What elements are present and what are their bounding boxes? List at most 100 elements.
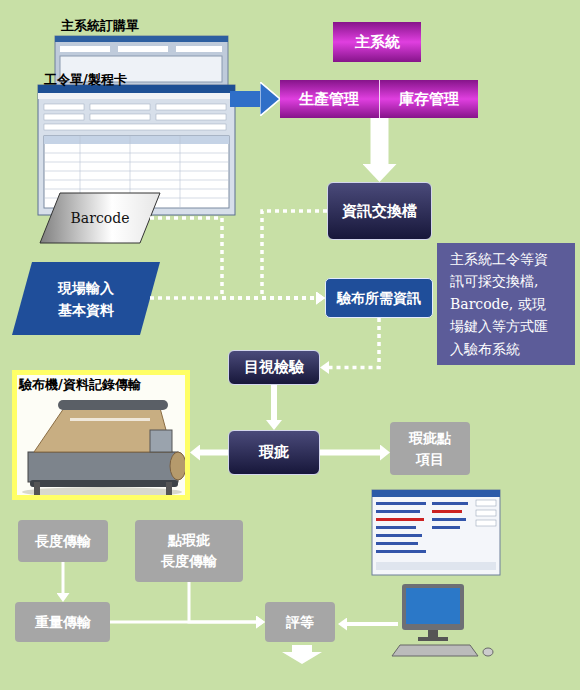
- list-line: [376, 550, 426, 553]
- shape-outline: [12, 262, 160, 335]
- result-box: 瑕疵點 項目: [390, 422, 470, 475]
- form-field: [476, 510, 496, 516]
- text-group: 目視檢驗: [244, 358, 304, 377]
- process-box: 重量傳輸: [15, 602, 110, 642]
- grading-screenshot: [372, 490, 500, 575]
- process-box: 驗布所需資訊: [325, 278, 433, 318]
- form-field: [60, 46, 110, 52]
- control-box: [150, 430, 172, 452]
- form-field: [156, 104, 226, 110]
- process-box: 點瑕疵 長度傳輸: [135, 520, 243, 582]
- text-group: 瑕疵: [259, 443, 289, 462]
- bottom-roller: [30, 480, 178, 487]
- text-group: 主系統訂購單: [55, 14, 145, 37]
- node-text: 重量傳輸: [35, 612, 91, 633]
- window-titlebar: [372, 490, 500, 497]
- flow-arrow: [320, 450, 380, 456]
- text-group: 主系統工令等資 訊可採交換檔, Barcode, 或現 場鍵入等方式匯 入驗布系…: [450, 248, 562, 361]
- input-parallelogram: 現場輸入 基本資料: [12, 262, 160, 335]
- text-group: 點瑕疵 長度傳輸: [143, 530, 235, 572]
- node-text: 現場輸入 基本資料: [46, 277, 126, 321]
- machine-panel: 驗布機/資料記錄傳輸: [12, 370, 190, 500]
- process-box: 瑕疵: [228, 430, 320, 475]
- machine-leg: [166, 482, 172, 496]
- monitor-base: [418, 637, 448, 641]
- list-line: [432, 510, 462, 513]
- node-text: 瑕疵點 項目: [398, 428, 462, 470]
- process-box: 資訊交換檔: [327, 182, 432, 240]
- table-header: [44, 136, 229, 144]
- screen-panel: 主系統訂購單: [55, 14, 230, 112]
- flow-arrow: [150, 296, 316, 300]
- form-field: [156, 114, 226, 120]
- flow-arrow: [371, 118, 389, 164]
- list-line: [376, 510, 420, 513]
- node-text: 目視檢驗: [244, 358, 304, 377]
- light-bar: [70, 418, 150, 421]
- form-field: [118, 46, 168, 52]
- node-text: Barcode: [71, 209, 130, 228]
- text-group: 主系統: [355, 33, 400, 52]
- note-box: 主系統工令等資 訊可採交換檔, Barcode, 或現 場鍵入等方式匯 入驗布系…: [437, 243, 575, 365]
- node-text: 生產管理: [280, 80, 379, 118]
- node-text: 庫存管理: [379, 80, 479, 118]
- form-field: [90, 104, 150, 110]
- form-field: [44, 104, 84, 110]
- form-field: [44, 124, 226, 130]
- input-parallelogram: Barcode: [40, 193, 160, 243]
- text-group: 生產管理庫存管理: [280, 80, 478, 118]
- node-text: 驗布機/資料記錄傳輸: [19, 375, 141, 394]
- text-group: 現場輸入 基本資料: [46, 277, 126, 321]
- mouse: [483, 648, 493, 656]
- node-text: 驗布所需資訊: [337, 289, 421, 308]
- flow-arrow: [262, 211, 327, 298]
- flow-arrow: [150, 218, 316, 298]
- window-menubar: [38, 93, 235, 99]
- result-box: 評等: [265, 602, 335, 642]
- text-group: 長度傳輸: [35, 531, 91, 552]
- list-line: [376, 526, 416, 529]
- window-titlebar: [55, 36, 228, 42]
- connectors: [63, 99, 380, 622]
- monitor-stand: [428, 630, 438, 638]
- flow-arrow: [238, 91, 260, 107]
- text-group: 瑕疵點 項目: [398, 428, 462, 470]
- machine-panel-fill: [15, 373, 188, 498]
- form-field: [176, 46, 222, 52]
- node-text: 資訊交換檔: [342, 202, 417, 221]
- fabric-sheet: [34, 408, 172, 452]
- down-arrow: [282, 645, 322, 664]
- flow-arrow: [200, 450, 228, 456]
- list-line: [376, 542, 418, 545]
- form-field: [90, 114, 150, 120]
- form-field: [44, 114, 84, 120]
- process-box: 目視檢驗: [228, 350, 320, 385]
- window-frame: [372, 490, 500, 575]
- list-line: [376, 518, 424, 521]
- text-group: Barcode: [71, 209, 130, 228]
- computer-icon: [392, 584, 493, 656]
- list-line: [432, 518, 466, 521]
- list-line: [376, 502, 426, 505]
- form-field: [476, 500, 496, 506]
- flow-arrow: [110, 621, 256, 624]
- node-text: 主系統訂購單: [61, 16, 139, 35]
- text-group: 驗布機/資料記錄傳輸: [17, 375, 143, 394]
- list-line: [376, 534, 422, 537]
- flow-arrow: [271, 385, 277, 420]
- flow-arrow: [62, 562, 65, 593]
- list-line: [432, 526, 460, 529]
- node-text: 瑕疵: [259, 443, 289, 462]
- process-box: 長度傳輸: [18, 520, 108, 562]
- pointer-arrow: [347, 622, 398, 626]
- monitor: [402, 584, 464, 630]
- form-field: [476, 520, 496, 526]
- keyboard: [392, 645, 478, 656]
- fabric-roll: [170, 452, 186, 480]
- flow-arrow: [230, 91, 260, 107]
- parallelogram-shape: [12, 262, 160, 335]
- node-text: 評等: [286, 612, 314, 633]
